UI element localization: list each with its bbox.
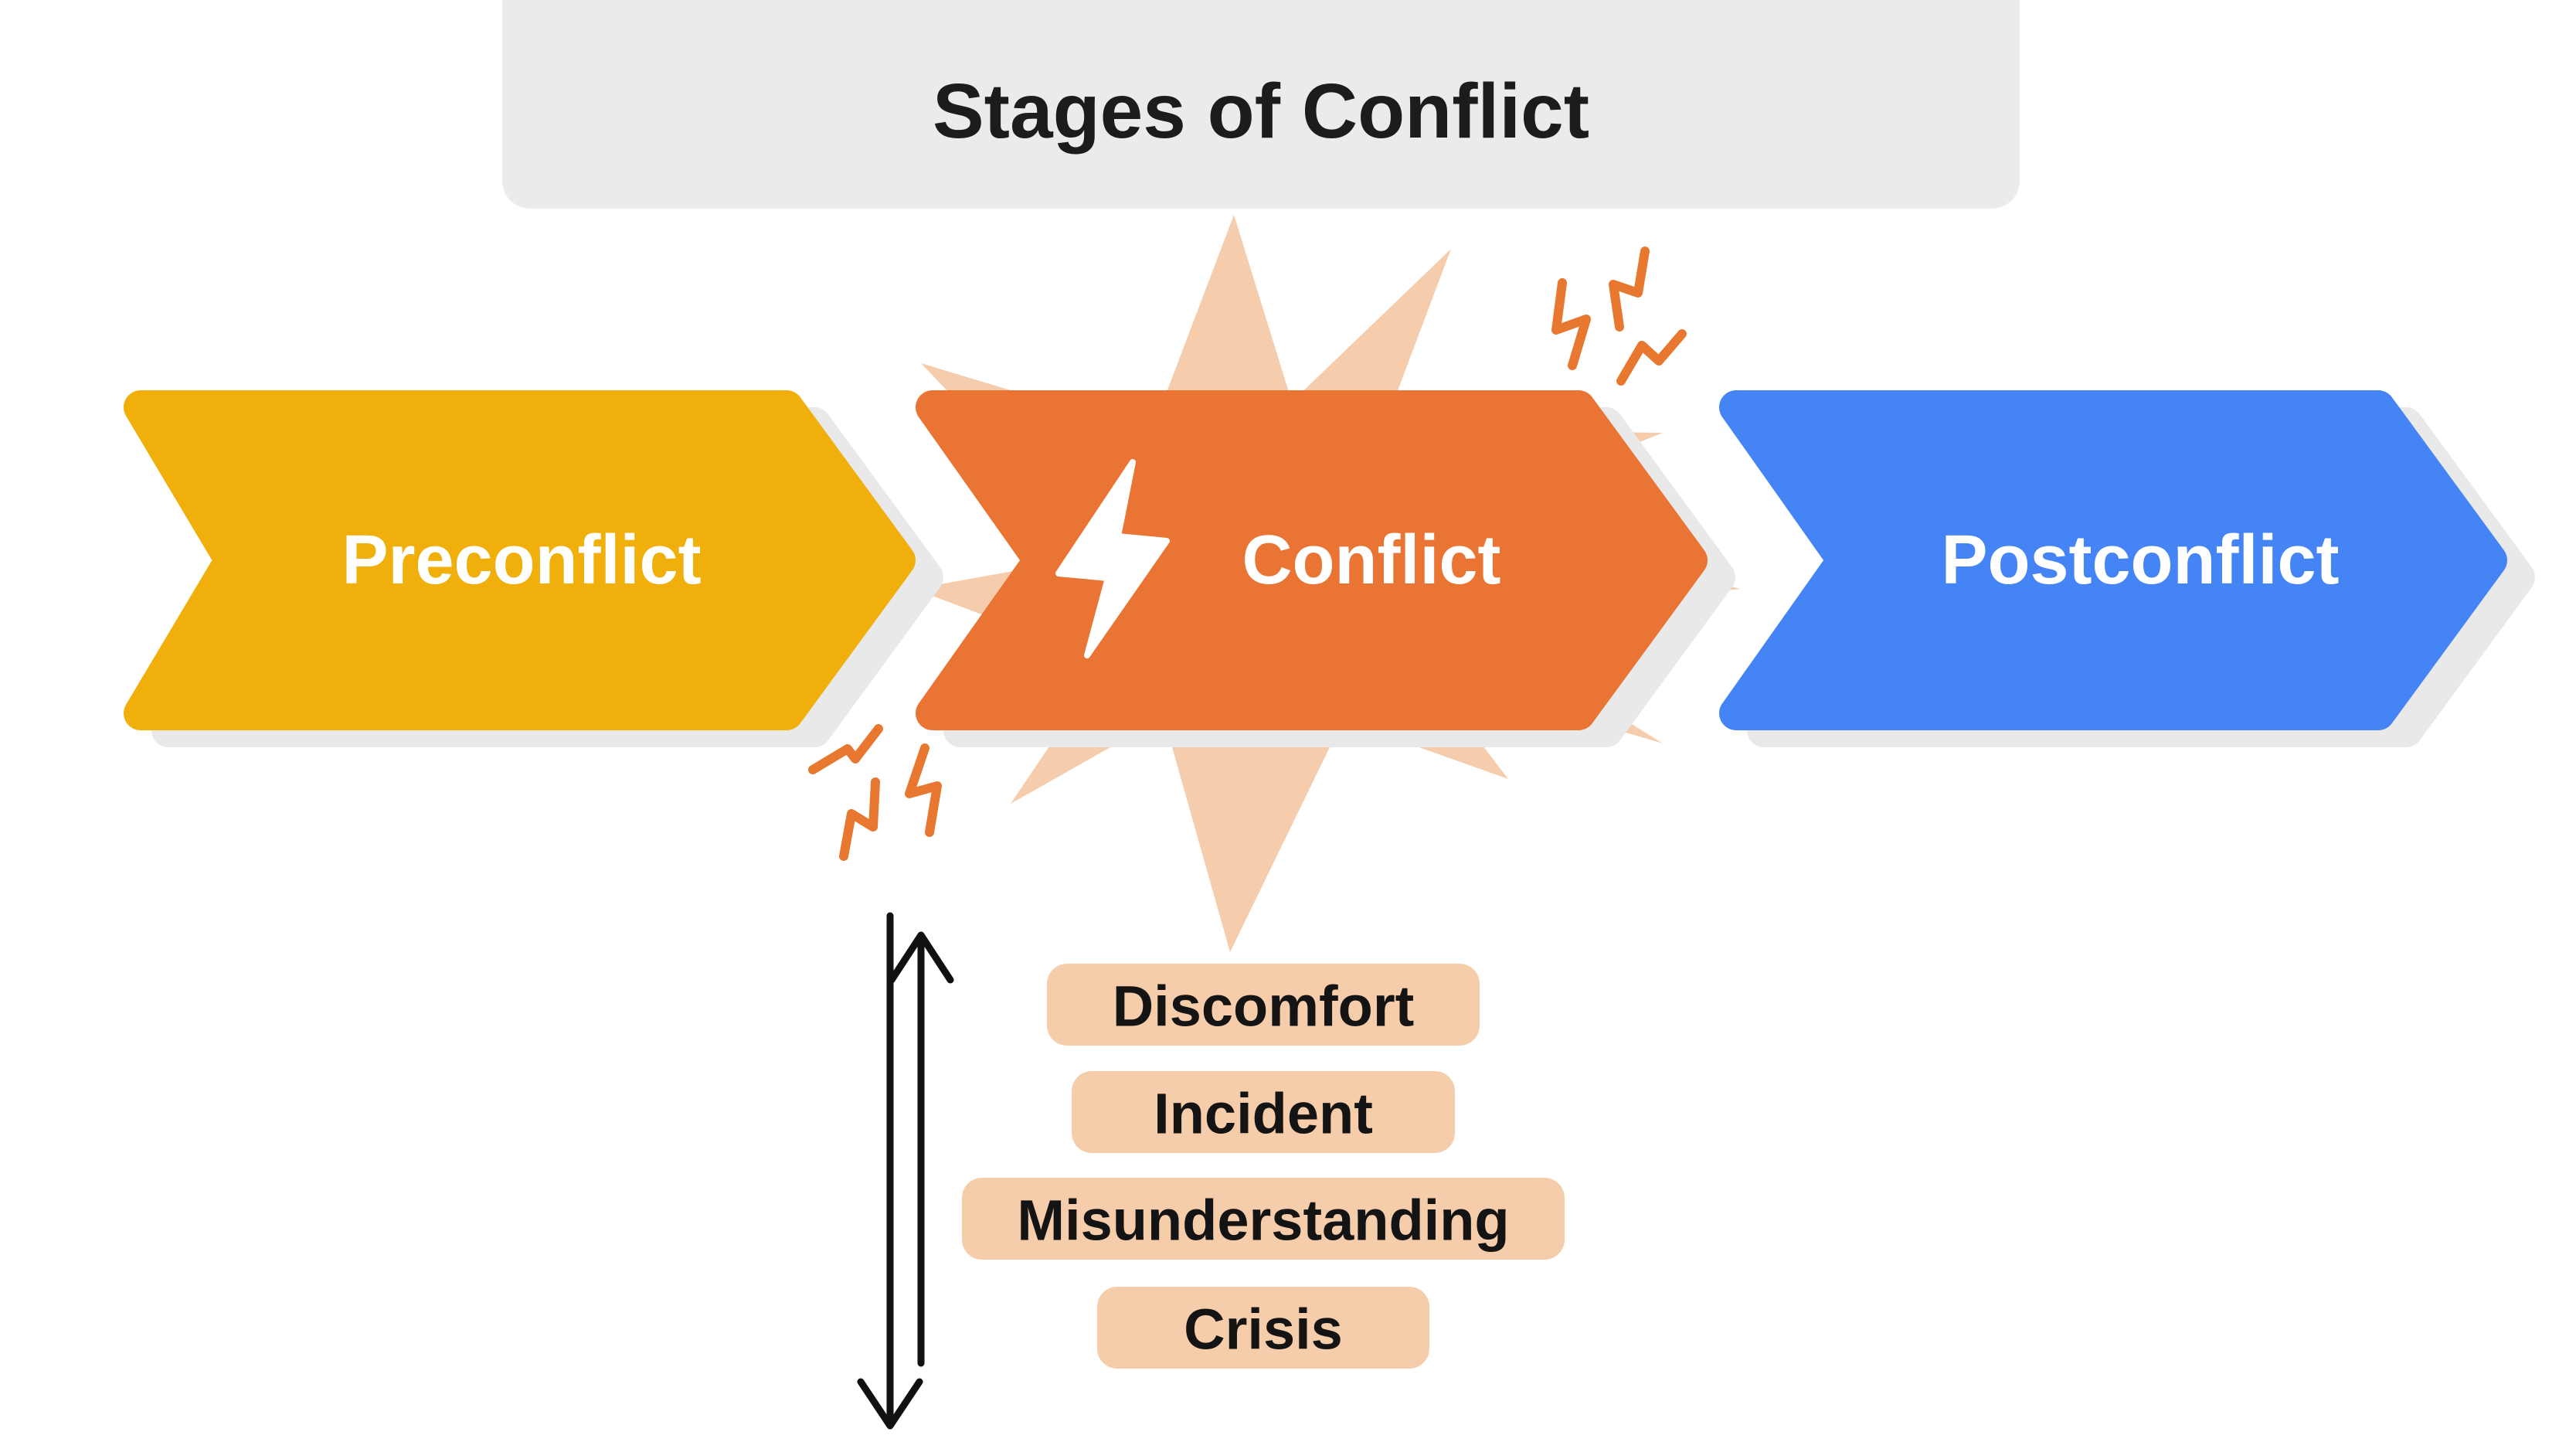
title-banner-bg: [502, 0, 2020, 209]
spark-zigzag-icon: [905, 743, 942, 837]
postconflict-arrow-shape: [1719, 390, 2507, 730]
level-label: Discomfort: [1113, 975, 1415, 1039]
conflict-label: Conflict: [1242, 522, 1501, 599]
title-banner: Stages of Conflict: [502, 0, 2020, 209]
level-label: Misunderstanding: [1017, 1189, 1509, 1253]
double-vertical-arrow-icon: [857, 912, 954, 1430]
spark-zigzag-icon: [1551, 278, 1591, 370]
spark-zigzag-icon: [839, 777, 880, 861]
page-title: Stages of Conflict: [933, 68, 1589, 155]
preconflict-arrow-shape: [124, 390, 916, 730]
preconflict-label: Preconflict: [342, 522, 701, 599]
escalation-axis-arrow-down: [857, 912, 923, 1430]
stage-arrow-postconflict: Postconflict: [1719, 390, 2507, 730]
spark-doodles-bottom-left: [808, 724, 942, 861]
stage-arrow-conflict: Conflict: [916, 390, 1708, 730]
level-pill-bg: [1097, 1287, 1429, 1369]
spark-doodles-top-right: [1551, 247, 1687, 386]
level-pill-misunderstanding: Misunderstanding: [962, 1178, 1565, 1260]
spark-zigzag-icon: [808, 724, 883, 774]
spark-zigzag-icon: [1616, 329, 1687, 386]
level-label: Incident: [1154, 1082, 1373, 1146]
level-pill-bg: [1047, 964, 1480, 1046]
escalation-levels: Discomfort Incident Misunderstanding Cri…: [962, 964, 1565, 1369]
level-pill-incident: Incident: [1072, 1071, 1455, 1153]
level-label: Crisis: [1184, 1298, 1343, 1362]
axis-down-arrowhead: [857, 1378, 923, 1430]
postconflict-label: Postconflict: [1941, 522, 2339, 599]
stage-arrow-preconflict: Preconflict: [124, 390, 916, 730]
level-pill-discomfort: Discomfort: [1047, 964, 1480, 1046]
level-pill-crisis: Crisis: [1097, 1287, 1429, 1369]
spark-zigzag-icon: [1609, 247, 1650, 332]
lightning-bolt-icon: [1055, 459, 1170, 658]
level-pill-bg: [1072, 1071, 1455, 1153]
escalation-axis-arrow-up: [888, 931, 954, 1367]
axis-up-arrowhead: [888, 931, 954, 984]
level-pill-bg: [962, 1178, 1565, 1260]
